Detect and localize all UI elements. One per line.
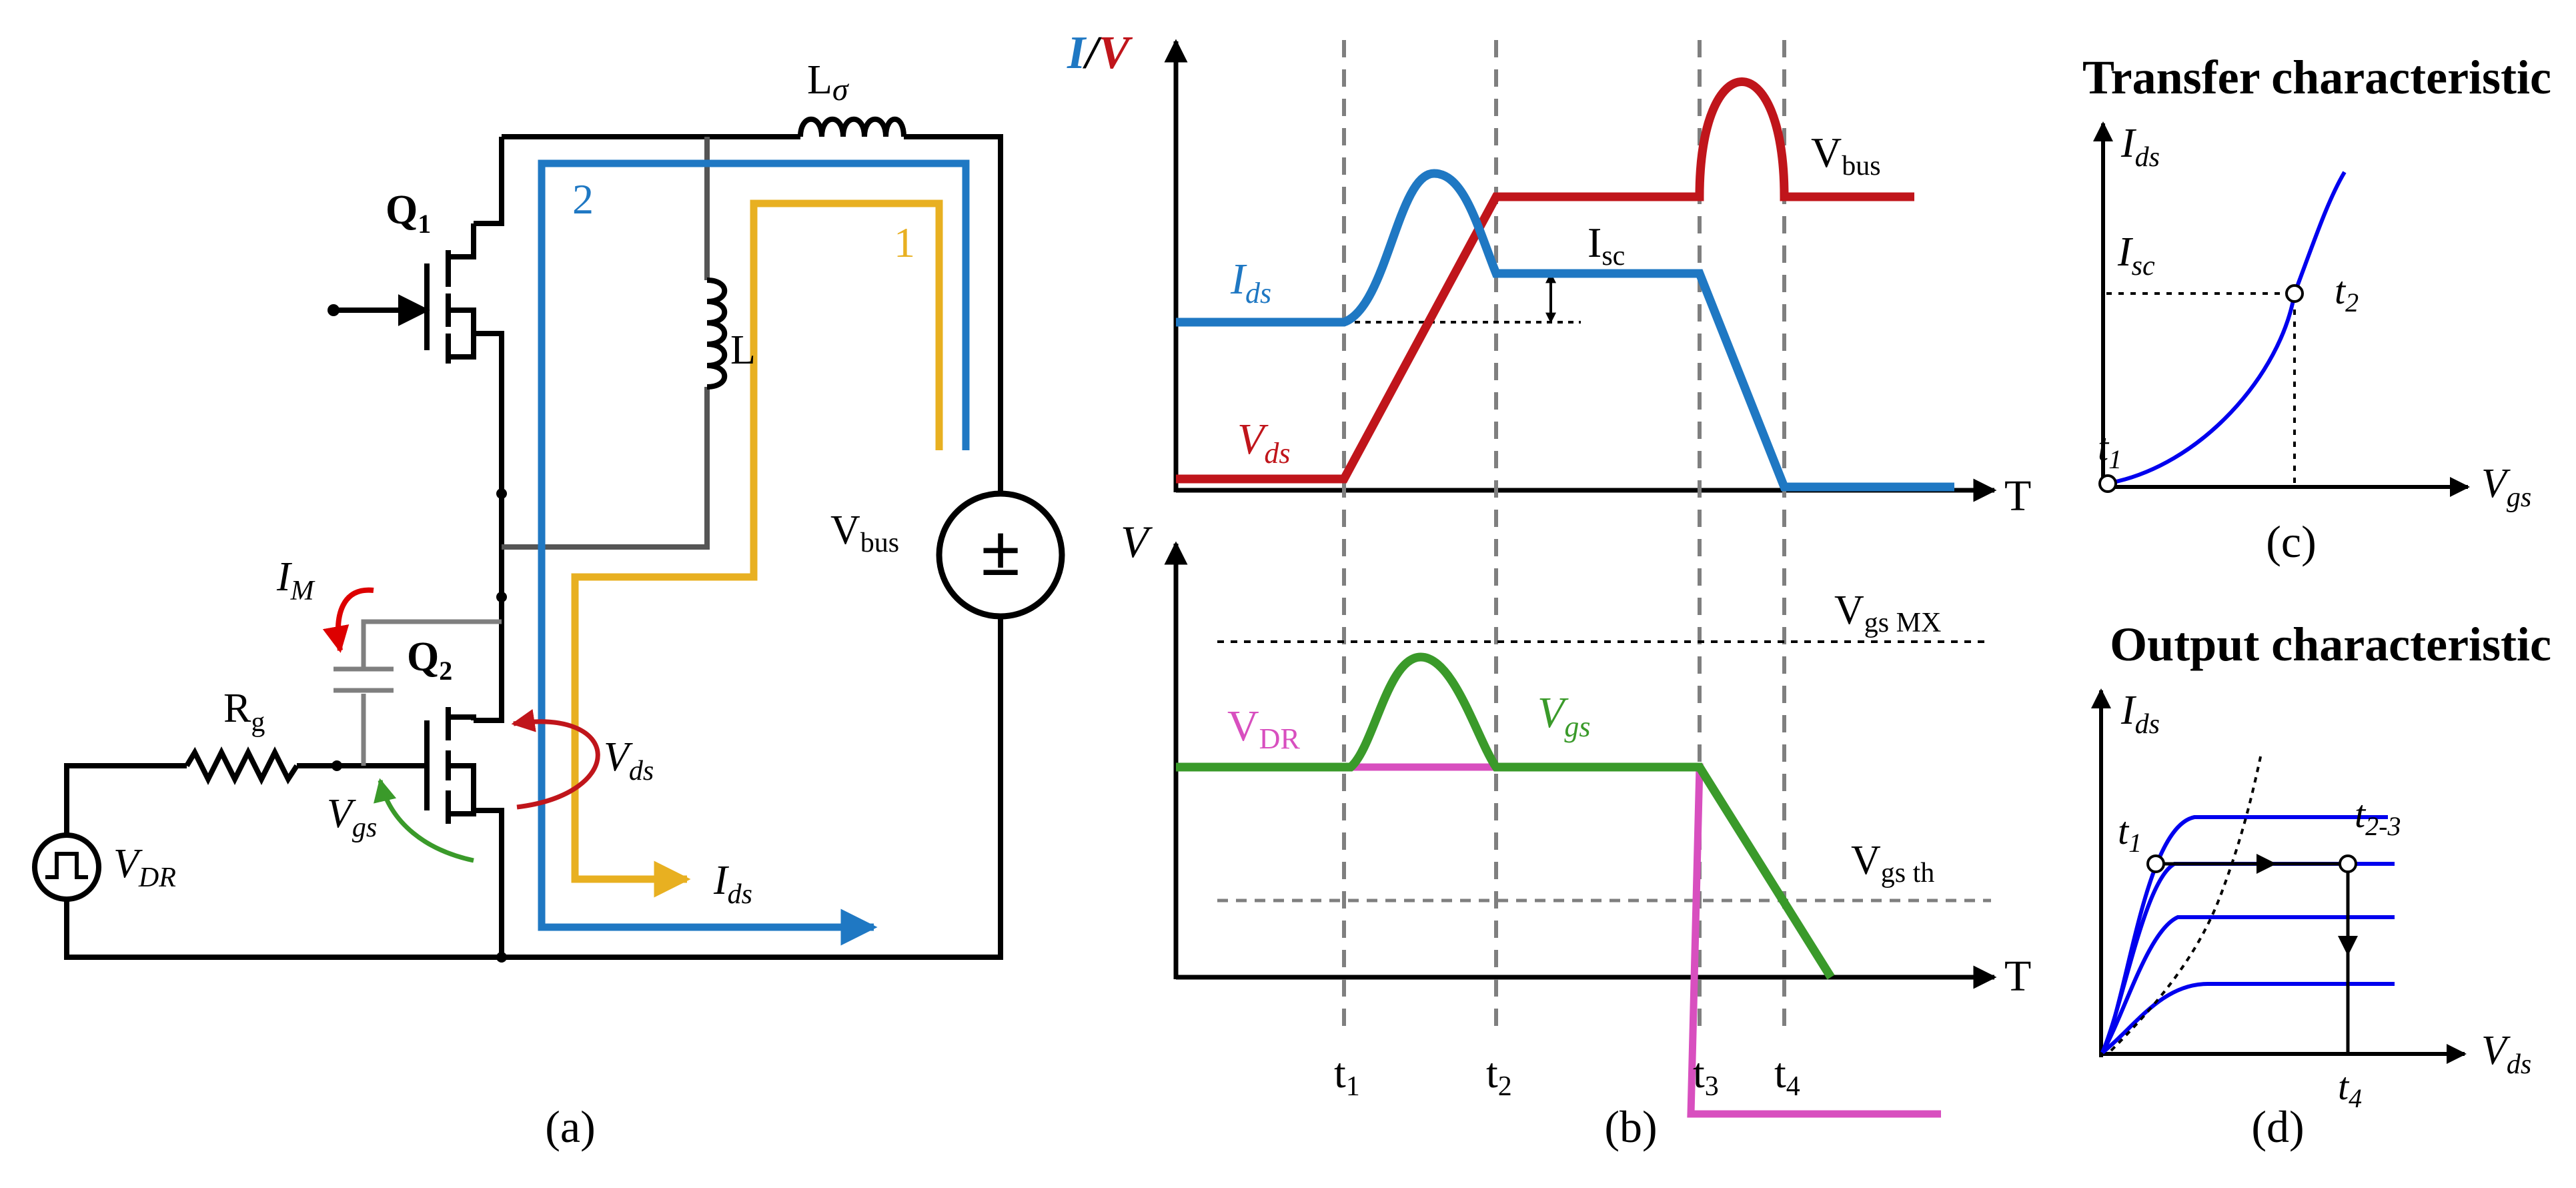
ids-waveform xyxy=(1176,169,1954,492)
junction-q1-source xyxy=(496,488,507,499)
ids-label-path-1: Ids xyxy=(713,858,752,910)
miller-cap-wires xyxy=(334,619,502,766)
time-label-t4: t4 xyxy=(1774,1049,1800,1102)
vdr-label-b: VDR xyxy=(1227,702,1300,755)
panel-d-t23-label: t2-3 xyxy=(2355,792,2401,841)
panel-b-waveforms: I/V T V T Vbus Isc Ids Vds Vgs MX VDR Vg… xyxy=(1067,27,2031,1152)
wire-q2-source xyxy=(474,808,504,957)
pulse-source-vdr xyxy=(32,832,101,902)
wire-inductor-bottom xyxy=(502,387,710,550)
junction-gate xyxy=(332,760,342,771)
q1-label: Q1 xyxy=(386,187,431,239)
panel-d-xlabel: Vds xyxy=(2481,1028,2531,1080)
vds-label-b: Vds xyxy=(1237,415,1290,470)
vbus-label-a: Vbus xyxy=(830,508,899,558)
panel-c-transfer: Transfer characteristic Ids Vgs Isc t1 t… xyxy=(2082,51,2551,567)
panel-d-t4-label: t4 xyxy=(2338,1065,2362,1113)
vds-arrow xyxy=(511,709,600,810)
ids-label-b: Ids xyxy=(1230,255,1271,310)
saturation-boundary xyxy=(2110,753,2263,1052)
point-t2-c xyxy=(2285,284,2304,303)
lsigma-label: Lσ xyxy=(807,57,850,107)
panel-c-isc-guide xyxy=(2106,292,2296,487)
isc-label-b: Isc xyxy=(1587,219,1625,271)
current-path-1 xyxy=(571,199,943,898)
panel-d-ylabel: Ids xyxy=(2120,688,2160,740)
point-t1-d xyxy=(2146,854,2165,873)
inductor-lsigma xyxy=(798,116,906,137)
path-1-label: 1 xyxy=(894,219,915,266)
im-label: IM xyxy=(276,554,315,606)
panel-c-xlabel: Vgs xyxy=(2481,461,2531,513)
vgs-label-a: Vgs xyxy=(327,791,377,843)
panel-a-circuit: ± Q1 Q2 Lσ L 2 1 Vbus Rg IM Vds Vgs VDR … xyxy=(32,57,1065,1152)
output-curve-4 xyxy=(2101,982,2395,1055)
q2-label: Q2 xyxy=(407,634,452,686)
wire-left-bottom xyxy=(64,887,502,960)
transfer-curve xyxy=(2106,171,2347,486)
wire-top-right xyxy=(904,134,1003,494)
caption-b: (b) xyxy=(1604,1101,1657,1152)
dc-source-symbol: ± xyxy=(981,510,1021,591)
bottom-ylabel: V xyxy=(1121,516,1153,567)
panel-c-title: Transfer characteristic xyxy=(2082,51,2551,104)
vds-waveform xyxy=(1176,77,1914,484)
vgs-waveform xyxy=(1176,652,1835,980)
rg-label: Rg xyxy=(223,686,265,738)
vbus-label-b: Vbus xyxy=(1811,129,1881,181)
output-curve-2 xyxy=(2100,862,2395,1054)
top-ylabel: I/V xyxy=(1067,27,1133,79)
top-xlabel: T xyxy=(2004,472,2031,520)
circuit-gray-wires xyxy=(502,137,710,550)
vdr-waveform xyxy=(1176,763,1941,1118)
inductor-l xyxy=(706,277,728,390)
panel-d-t1-label: t1 xyxy=(2118,809,2142,858)
mosfet-q2 xyxy=(424,707,476,824)
caption-a: (a) xyxy=(545,1101,595,1152)
im-arrow xyxy=(322,587,374,653)
panel-c-t1-label: t1 xyxy=(2098,426,2122,474)
vgsth-label: Vgs th xyxy=(1851,838,1934,888)
junction-dots xyxy=(328,304,507,963)
vds-label-a: Vds xyxy=(604,734,654,786)
wire-miller-top xyxy=(361,619,502,667)
time-label-t3: t3 xyxy=(1693,1049,1719,1102)
path-2-label: 2 xyxy=(572,175,594,223)
wire-right-bottom xyxy=(504,617,1003,960)
resistor-rg xyxy=(184,746,299,785)
bottom-xlabel: T xyxy=(2004,952,2031,1001)
wire-q1-column xyxy=(474,137,504,226)
panel-d-output: Output characteristic Ids Vds t1 t2-3 t4… xyxy=(2091,618,2551,1152)
time-label-t2: t2 xyxy=(1486,1049,1512,1102)
output-curve-3 xyxy=(2100,915,2395,1054)
point-t23-d xyxy=(2339,854,2357,873)
circuit-wires xyxy=(64,134,1003,960)
mosfet-q1 xyxy=(390,223,476,364)
panel-c-ylabel: Ids xyxy=(2120,121,2160,173)
wire-q1-source xyxy=(474,331,504,723)
vgs-arrow xyxy=(374,778,474,863)
output-curve-1 xyxy=(2100,815,2388,1054)
panel-d-title: Output characteristic xyxy=(2110,618,2551,671)
vgs-label-b: Vgs xyxy=(1537,688,1590,743)
wire-left-loop xyxy=(64,763,187,847)
caption-d: (d) xyxy=(2251,1101,2304,1152)
panel-c-t2-label: t2 xyxy=(2335,269,2359,318)
junction-bottom xyxy=(496,952,507,963)
vdr-label-a: VDR xyxy=(113,841,176,893)
point-t1-c xyxy=(2098,474,2117,493)
junction-inductor xyxy=(496,592,507,602)
current-path-2 xyxy=(538,159,970,946)
panel-c-isc-label: Isc xyxy=(2117,229,2155,281)
gate-input-terminal xyxy=(328,304,340,316)
vgsmx-label: Vgs MX xyxy=(1834,588,1941,638)
inductor-label: L xyxy=(730,328,756,373)
dc-source: ± xyxy=(936,490,1065,620)
time-label-t1: t1 xyxy=(1334,1049,1360,1102)
caption-c: (c) xyxy=(2266,516,2316,567)
